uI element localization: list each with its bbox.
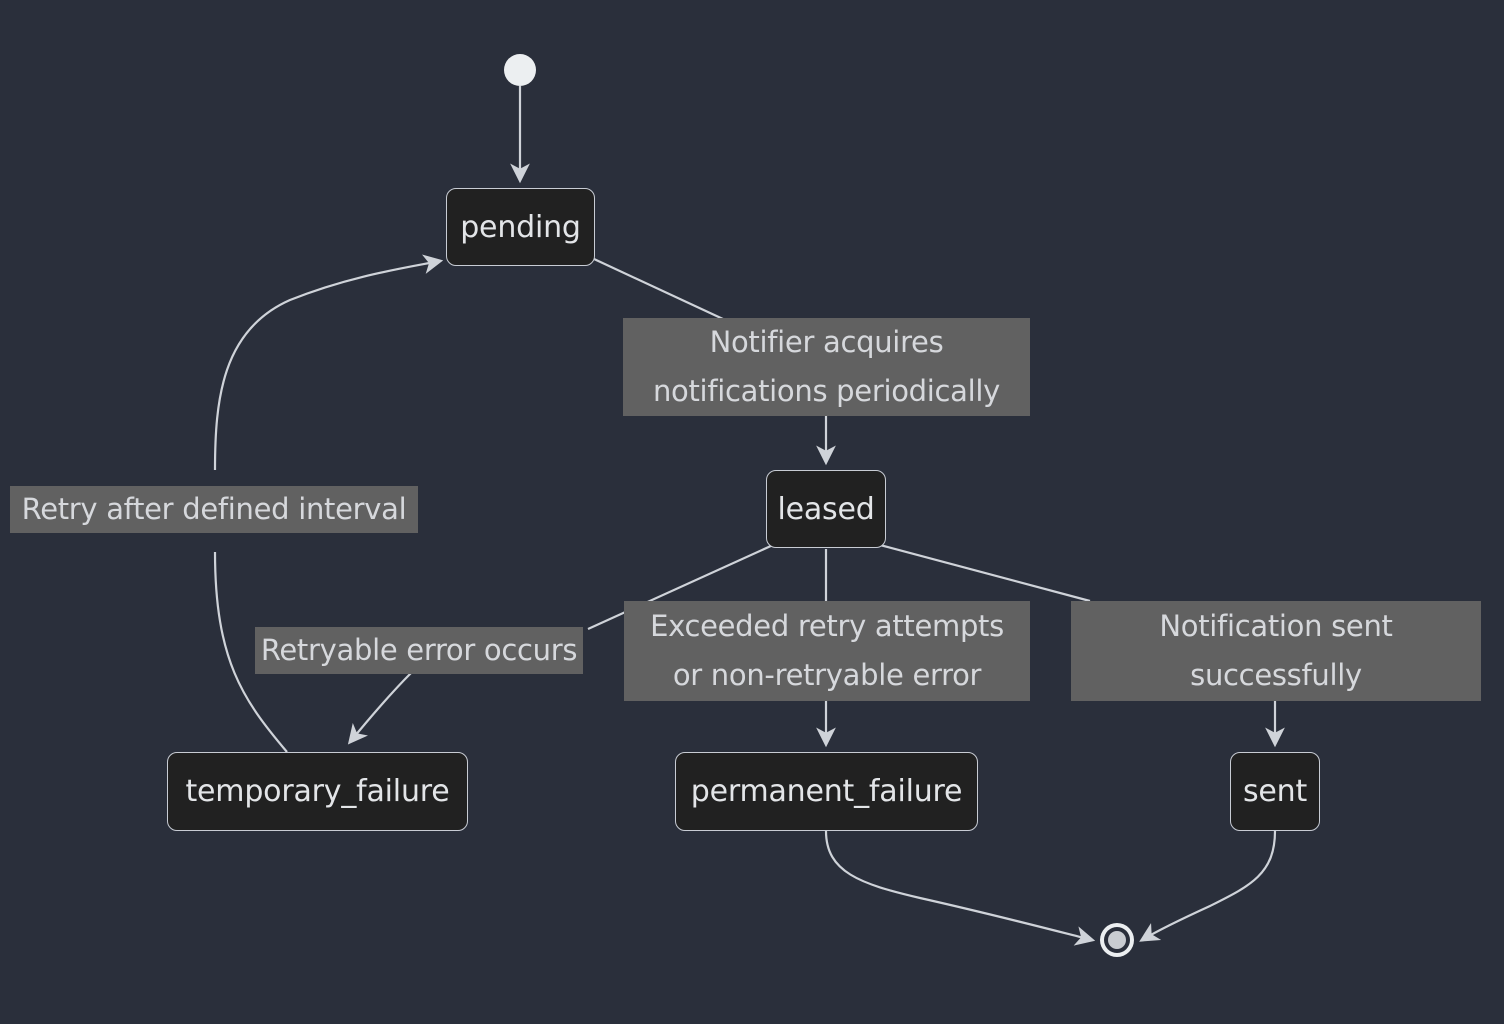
edge-label-exceeded-retry-line1: Exceeded retry attempts	[650, 609, 1004, 643]
edge-label-exceeded-retry: Exceeded retry attempts or non-retryable…	[624, 601, 1030, 701]
state-node-permanent-failure[interactable]: permanent_failure	[675, 752, 978, 831]
start-state-marker[interactable]	[504, 54, 536, 86]
edge-label-notifier-acquires-line2: notifications periodically	[652, 374, 1001, 408]
state-node-leased[interactable]: leased	[766, 470, 886, 548]
edge-label-retryable-error-line1: Retryable error occurs	[260, 633, 578, 667]
state-node-temporary-failure[interactable]: temporary_failure	[167, 752, 468, 831]
edge-label-notification-sent-line2: successfully	[1190, 658, 1362, 692]
edge-permanent-failure-to-end	[824, 830, 1096, 946]
end-state-marker[interactable]	[1100, 923, 1134, 957]
edge-sent-to-end	[1139, 830, 1277, 942]
edge-label-notifier-acquires-line1: Notifier acquires	[709, 325, 944, 359]
edge-label-retry-after-interval: Retry after defined interval	[10, 486, 418, 533]
edge-label-notifier-acquires: Notifier acquires notifications periodic…	[623, 318, 1030, 416]
edge-label-notification-sent: Notification sent successfully	[1071, 601, 1481, 701]
edge-label-exceeded-retry-line2: or non-retryable error	[672, 658, 982, 692]
state-node-sent-label: sent	[1242, 774, 1308, 809]
state-node-permanent-failure-label: permanent_failure	[690, 774, 963, 809]
end-state-marker-core	[1108, 931, 1126, 949]
edge-label-retryable-error: Retryable error occurs	[255, 627, 583, 674]
state-node-leased-label: leased	[777, 491, 875, 527]
state-node-temporary-failure-label: temporary_failure	[185, 774, 450, 809]
state-node-pending-label: pending	[460, 209, 581, 245]
edge-label-notification-sent-line1: Notification sent	[1159, 609, 1393, 643]
state-node-pending[interactable]: pending	[446, 188, 595, 266]
state-node-sent[interactable]: sent	[1230, 752, 1320, 831]
edge-label-retry-after-interval-line1: Retry after defined interval	[21, 492, 407, 526]
